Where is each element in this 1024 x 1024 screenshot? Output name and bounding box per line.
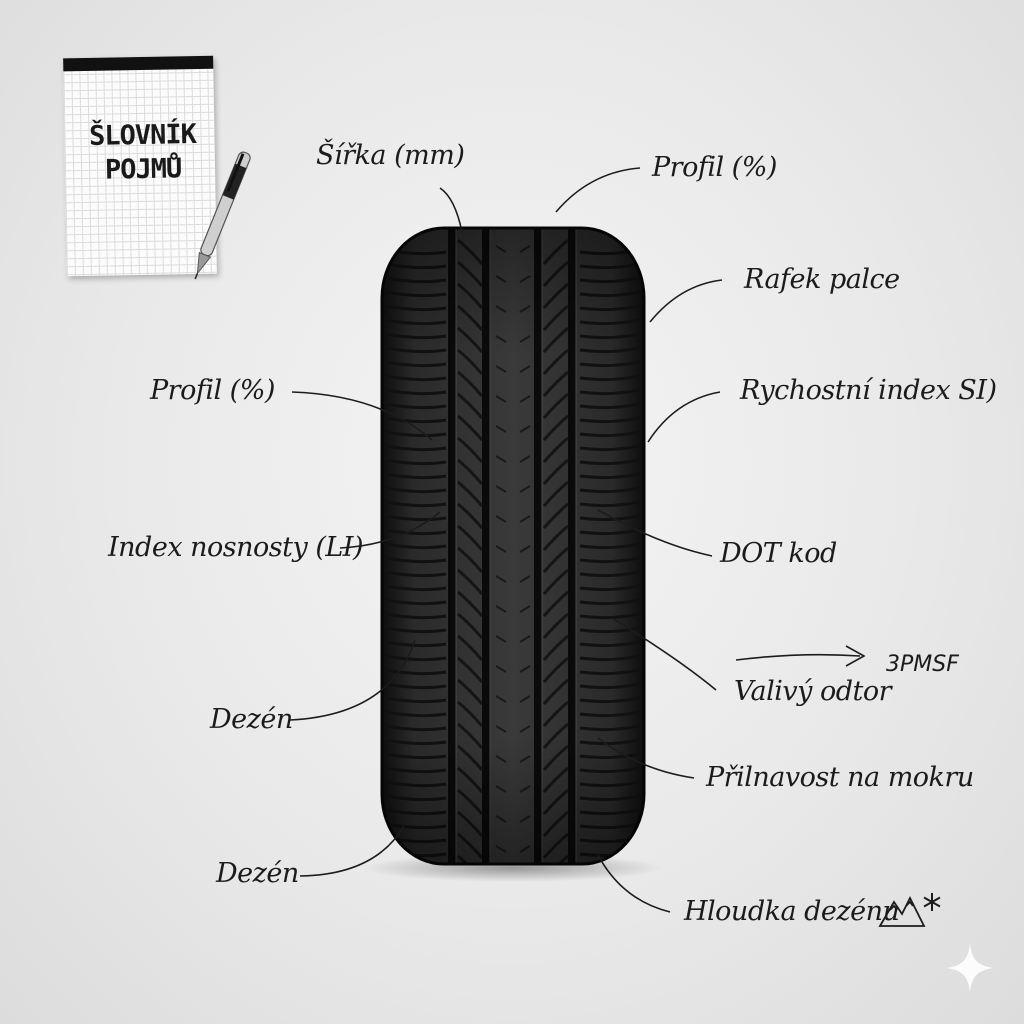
leader-profile-top [555,167,641,213]
label-width: Šířka (mm) [316,140,465,171]
label-wet-grip: Přilnavost na mokru [706,762,974,793]
label-tread-1: Dezén [210,704,293,735]
notepad-binding [63,55,214,72]
label-load-index: Index nosnosty (LI) [108,532,363,563]
leader-rolling [611,617,717,691]
label-dot: DOT kod [720,538,837,569]
leader-tread-2 [299,825,405,877]
label-tread-2: Dezén [216,858,299,889]
label-rim: Rafek palce [744,264,900,295]
pen-icon [194,151,251,280]
label-profile-left: Profil (%) [150,375,275,406]
label-tread-depth: Hloudka dezénu [684,896,900,927]
leader-width [439,187,463,233]
leader-profile-left [291,391,433,441]
arrow-3pmsf-line [735,653,861,661]
leader-load-index [339,511,441,549]
leader-speed-index [647,391,721,443]
sparkle-icon [946,944,994,992]
leader-tread-depth [597,854,671,913]
leader-rim [649,279,723,323]
leader-tread-1 [289,639,416,721]
leader-wet-grip [597,737,695,779]
label-rolling: Valivý odtor [734,676,892,707]
label-profile-top: Profil (%) [652,152,777,183]
arrow-3pmsf-head [845,645,866,667]
mountain-snowflake-icon [878,893,941,927]
label-3pmsf: 3PMSF [886,652,959,677]
leader-dot [597,509,713,557]
label-speed-index: Rychostní index SI) [740,375,997,406]
